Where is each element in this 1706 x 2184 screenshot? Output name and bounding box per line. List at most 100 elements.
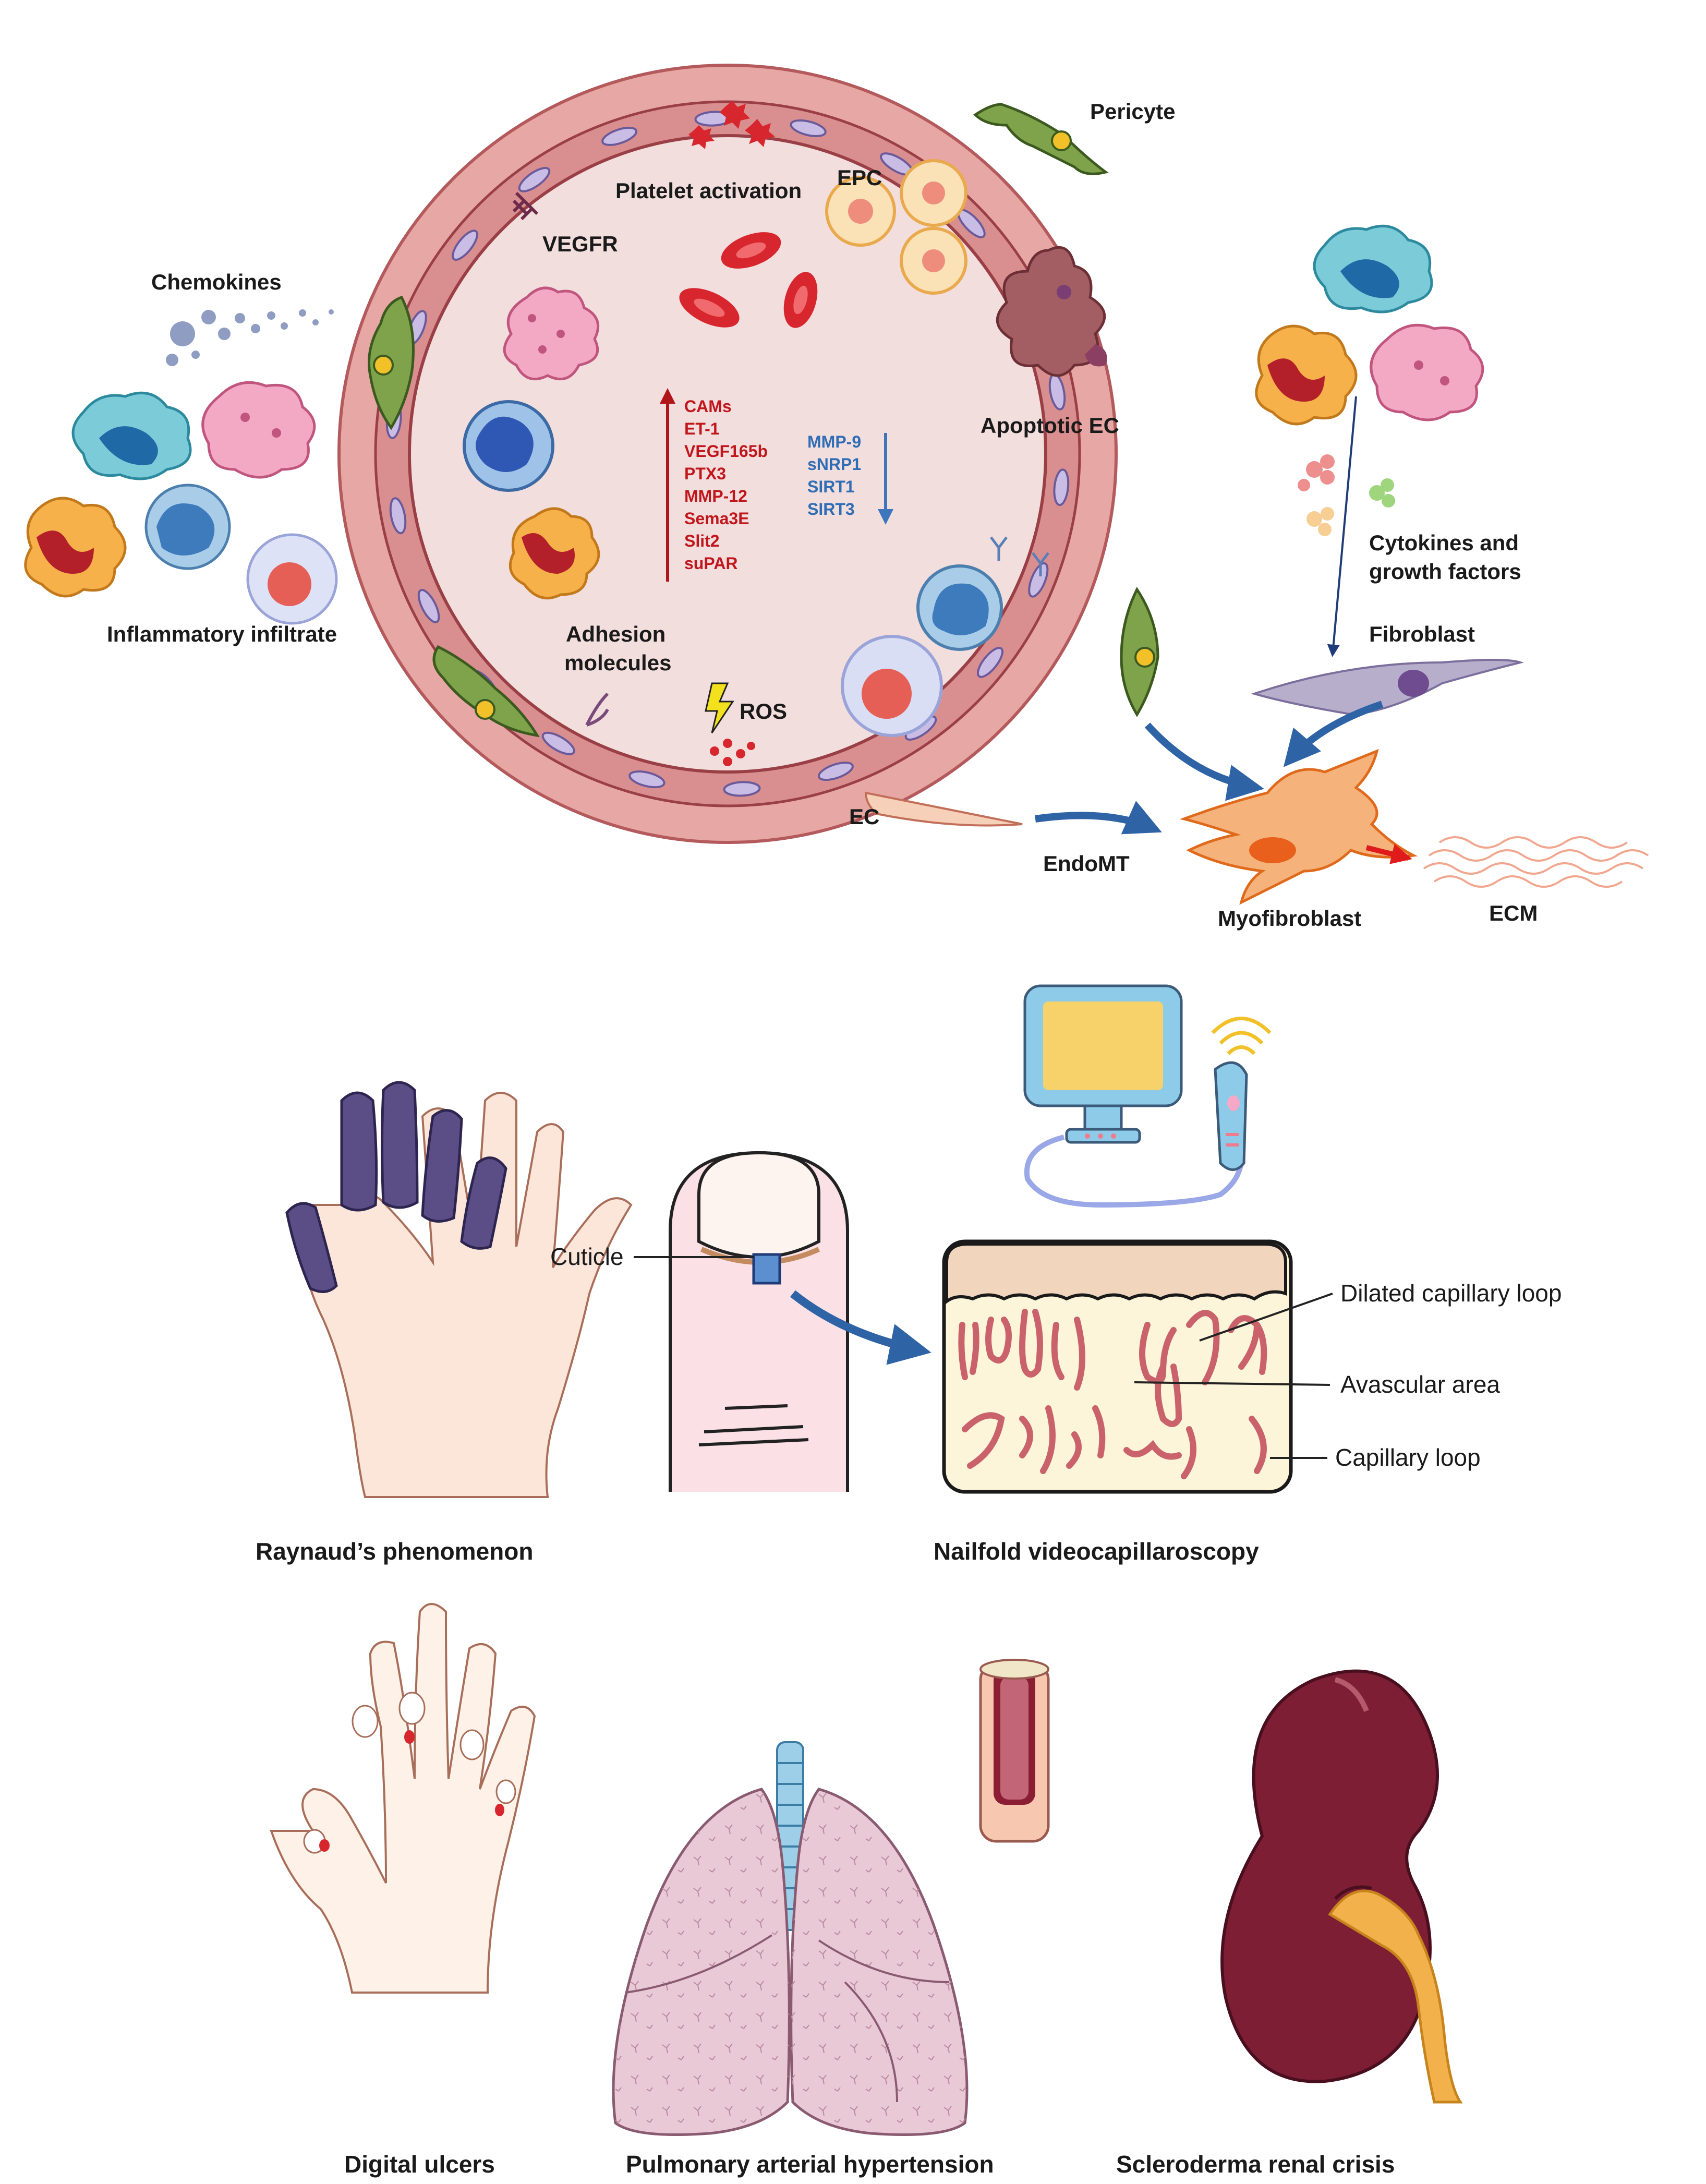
adhesion-molecule-icon — [585, 692, 609, 727]
capillaroscope-monitor — [1023, 984, 1244, 1208]
lightning-icon — [705, 682, 734, 733]
fingernail-illustration — [669, 1151, 849, 1492]
endothelial-nucleus — [790, 119, 827, 137]
label-cytokines-line2: growth factors — [1369, 559, 1521, 584]
upregulated-item: CAMs — [684, 397, 732, 416]
right-neutrophil — [1255, 324, 1358, 426]
upregulated-item: Slit2 — [684, 532, 720, 550]
apoptotic-ec — [996, 246, 1107, 377]
endothelial-nucleus — [723, 781, 761, 797]
ulcer-spot-3 — [319, 1839, 330, 1852]
ec-spindle — [864, 791, 1023, 827]
caption-digital-ulcers: Digital ulcers — [344, 2151, 495, 2178]
endothelial-nucleus — [817, 762, 854, 781]
upregulated-item: MMP-12 — [684, 487, 747, 505]
lumen-neutrophil — [509, 507, 600, 600]
right-eosinophil-teal — [1313, 224, 1433, 313]
myofibroblast-cell — [1179, 749, 1418, 905]
infiltrate-mast-cell — [201, 381, 316, 479]
label-vegfr: VEGFR — [542, 232, 618, 256]
ulcer-spot-1 — [404, 1730, 415, 1744]
cuticle-zoom-box — [752, 1253, 781, 1285]
endothelial-nucleus — [417, 589, 440, 623]
antibody-icons — [990, 536, 1049, 576]
cytokine-to-fibroblast-arrow — [1327, 396, 1357, 657]
endothelial-nucleus — [1053, 468, 1070, 506]
fibroblast-to-myofibroblast-arrow — [1283, 701, 1384, 767]
label-fibroblast: Fibroblast — [1369, 622, 1475, 646]
chemokine-dots — [166, 309, 334, 366]
infiltrate-monocyte — [144, 484, 231, 570]
capillaroscope-probe — [1214, 1061, 1248, 1171]
downregulated-item: sNRP1 — [807, 455, 861, 474]
lumen-lymphocyte-blue — [463, 400, 554, 492]
red-blood-cells — [679, 232, 818, 328]
label-ec: EC — [849, 804, 879, 829]
ulcer-spot-2 — [495, 1804, 504, 1816]
label-myofibroblast: Myofibroblast — [1218, 906, 1361, 931]
label-inflammatory-infiltrate: Inflammatory infiltrate — [107, 622, 337, 646]
right-mast-cell — [1370, 323, 1484, 421]
upregulated-item: PTX3 — [684, 464, 726, 483]
label-adhesion-line2: molecules — [564, 650, 671, 675]
label-avascular-area: Avascular area — [1340, 1371, 1500, 1398]
myofibroblast-to-ecm-arrow — [1365, 843, 1412, 864]
caption-renal-crisis: Scleroderma renal crisis — [1116, 2151, 1395, 2178]
label-platelet-activation: Platelet activation — [615, 178, 802, 203]
ros-dots — [710, 739, 755, 766]
endothelial-nucleus — [518, 167, 551, 192]
raynaud-hand-illustration — [285, 1081, 633, 1498]
endothelial-nucleus — [452, 230, 478, 261]
upregulated-item: VEGF165b — [684, 442, 768, 461]
upregulated-item: Sema3E — [684, 509, 749, 528]
pericyte-top-right — [973, 103, 1109, 175]
infiltrate-plasma-cell — [246, 533, 338, 625]
pericyte-bottom-left — [432, 645, 540, 738]
label-chemokines: Chemokines — [151, 270, 282, 294]
lumen-monocyte — [916, 564, 1003, 651]
label-ros: ROS — [740, 699, 787, 723]
upregulated-item: suPAR — [684, 554, 738, 573]
infiltrate-neutrophil — [24, 497, 127, 598]
kidney-illustration — [1220, 1669, 1463, 2104]
lumen-mast-cell — [503, 286, 600, 381]
pericyte-to-myofibroblast-arrow — [1144, 722, 1264, 801]
zoom-arrow — [790, 1290, 931, 1365]
label-ecm: ECM — [1489, 901, 1538, 925]
endothelial-nucleus — [601, 126, 638, 146]
downregulated-item: SIRT1 — [807, 477, 855, 496]
endothelial-nucleus — [541, 731, 575, 755]
downregulated-item: MMP-9 — [807, 432, 861, 451]
endothelial-nucleus — [628, 770, 666, 789]
upregulated-item: ET-1 — [684, 419, 720, 438]
label-dilated-capillary-loop: Dilated capillary loop — [1340, 1280, 1562, 1307]
caption-nailfold-videocapillaroscopy: Nailfold videocapillaroscopy — [934, 1538, 1259, 1565]
caption-raynaud: Raynaud’s phenomenon — [256, 1538, 533, 1565]
digital-ulcers-hand-illustration — [270, 1603, 536, 1994]
label-cytokines-line1: Cytokines and — [1369, 530, 1519, 555]
pericyte-right — [1120, 587, 1159, 717]
activated-platelets — [688, 101, 775, 149]
wireless-signal-icon — [1211, 1017, 1272, 1055]
downregulated-item: SIRT3 — [807, 500, 855, 518]
avascular-area-leader — [1134, 1381, 1330, 1386]
endomt-arrow — [1035, 801, 1162, 835]
label-epc: EPC — [837, 165, 882, 190]
nailfold-capillaroscopy-view — [942, 1239, 1293, 1494]
lungs-illustration — [612, 1741, 969, 2136]
lumen-plasma-cell — [841, 635, 943, 737]
vegfr-receptor-icon — [512, 191, 539, 221]
pulmonary-artery-illustration — [979, 1659, 1050, 1843]
label-endomt: EndoMT — [1043, 851, 1130, 876]
endothelial-nucleus — [1028, 562, 1049, 598]
cytokine-clusters — [1298, 454, 1395, 536]
epc-cells — [825, 159, 967, 295]
label-pericyte: Pericyte — [1090, 99, 1175, 124]
label-capillary-loop: Capillary loop — [1335, 1444, 1481, 1471]
label-adhesion-line1: Adhesion — [566, 622, 666, 646]
endothelial-nucleus — [389, 497, 407, 535]
pericyte-left — [368, 295, 415, 430]
